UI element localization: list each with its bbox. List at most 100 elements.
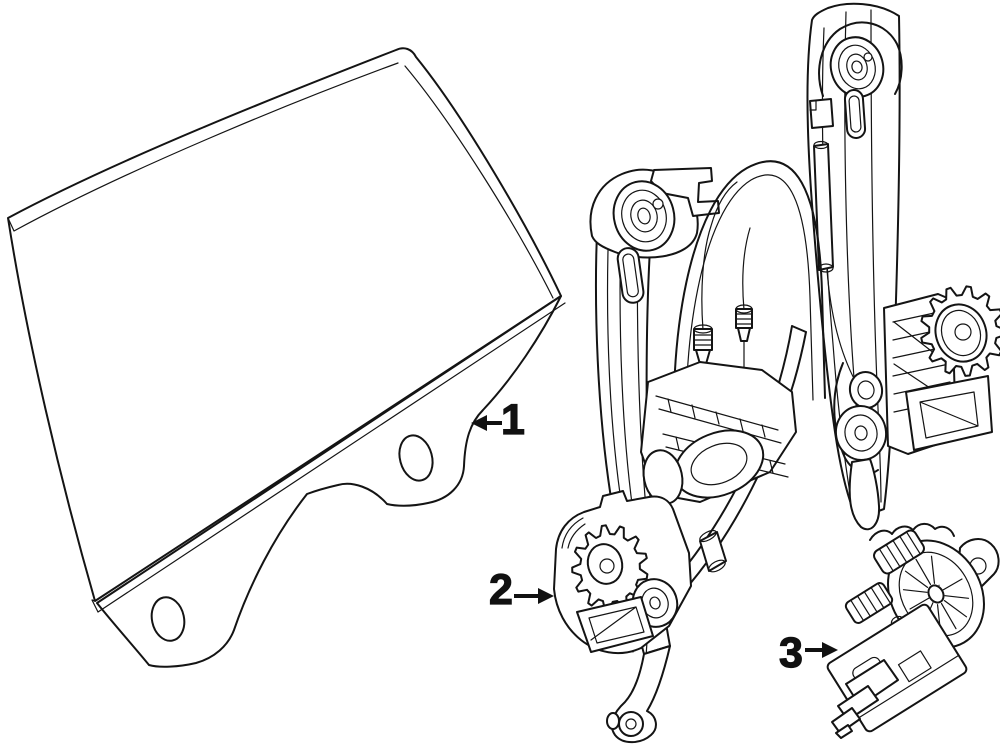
fan-spoke [940, 602, 957, 630]
carrier-strut-1 [655, 395, 782, 444]
connector-ribs [850, 582, 892, 622]
connector-ribs [878, 531, 921, 572]
regulator-gear-plate [553, 490, 692, 655]
adjuster-cap [693, 324, 713, 334]
adjuster-ribs [735, 313, 753, 325]
window-motor [826, 522, 1000, 739]
adjuster-ribs [693, 334, 713, 346]
cable-b [742, 227, 751, 311]
slot-outer [616, 247, 645, 304]
cable-adjuster-a [693, 324, 713, 393]
regulator-cables [645, 160, 826, 638]
regulator-left-rail [589, 167, 720, 655]
regulator-right-rail [806, 2, 1000, 531]
hook-grommet [618, 711, 644, 737]
right-rail-slot [843, 89, 867, 139]
pulley-pin [652, 198, 664, 210]
pulley-ring [829, 36, 885, 98]
connector-body [873, 529, 925, 575]
gear-plate-tab-inner [588, 606, 645, 644]
slot-inner [622, 253, 639, 298]
glass-top-band-line [7, 62, 554, 299]
fan-spoke [930, 555, 936, 584]
arrow-right-icon [538, 588, 554, 604]
left-rail-slot [616, 247, 645, 304]
glass-hole-left [150, 596, 186, 642]
gear-axle [954, 323, 972, 341]
pulley-hub [857, 380, 875, 400]
right-rail-foot [848, 458, 881, 531]
cable-loop-inner [685, 174, 814, 469]
glass-hole-right [398, 434, 434, 482]
pulley-hub [854, 425, 868, 441]
pulley-hub [851, 60, 863, 74]
sheath-cap [708, 559, 726, 573]
callout-3-label: 3 [779, 629, 803, 677]
pulley-ring [844, 414, 878, 452]
fan-spoke [942, 578, 963, 591]
pulley-ring [621, 189, 667, 243]
hook-grommet-center [625, 718, 637, 730]
fan-hub [927, 584, 945, 604]
callouts: 1 2 3 [471, 395, 838, 678]
drum-axle [599, 558, 615, 574]
fan-spoke [904, 570, 929, 588]
motor-case-seam [858, 654, 960, 719]
adjuster-cone [737, 327, 751, 342]
blade-sheath [699, 531, 727, 572]
callout-3[interactable]: 3 [778, 628, 838, 678]
callout-2[interactable]: 2 [488, 565, 554, 615]
pulley-ring [838, 44, 876, 90]
regulator-bottom-hook [606, 645, 671, 744]
arrow-left-icon [471, 415, 487, 431]
right-rail-top-pulley [829, 36, 885, 98]
cable-run [826, 269, 859, 387]
drive-bracket-tab-inner [919, 391, 979, 439]
glass-bottom-strip [91, 302, 566, 613]
fan-spoke [909, 597, 930, 610]
cable-a [701, 181, 738, 331]
cable-adjuster-b [735, 304, 753, 369]
glass-lower-flange [96, 295, 562, 668]
fan-spoke [902, 589, 928, 593]
carrier-boss-ring [690, 442, 748, 486]
pulley-hub [649, 596, 661, 610]
motor-shaft-steps [831, 659, 899, 739]
motor-connector-lower [844, 582, 894, 624]
fan-spoke [944, 595, 970, 599]
drive-gear-hub [934, 303, 988, 363]
cable-clip-notch [809, 100, 817, 111]
callout-1-label: 1 [501, 396, 525, 444]
fan-spoke [915, 558, 932, 586]
motor-case-tab [897, 650, 932, 683]
gear-hub-ring [934, 303, 988, 363]
pulley-ring [630, 199, 658, 233]
slot-inner [848, 95, 862, 133]
callout-2-label: 2 [489, 566, 513, 614]
callout-1[interactable]: 1 [471, 395, 526, 445]
drive-bracket-tab [905, 375, 993, 451]
cable-clip [809, 98, 834, 129]
pulley-hub [637, 207, 651, 225]
door-glass [7, 47, 566, 668]
motor-connector-upper [873, 529, 925, 575]
pulley-ring [846, 53, 868, 81]
shaft-tip [835, 724, 853, 739]
right-rail-mid-pulley [848, 371, 884, 409]
arrow-right-icon [822, 642, 838, 658]
slot-outer [843, 89, 867, 139]
gear-hub-ring [940, 309, 982, 357]
sheath-cap [818, 263, 834, 273]
fan-spoke [943, 600, 968, 618]
left-rail-top-bracket [650, 167, 720, 217]
window-regulator [553, 2, 1000, 744]
gear-plate-edge-lines [561, 517, 586, 549]
connector-body [844, 582, 894, 624]
pulley-pin [863, 52, 873, 62]
drum-hub-ring [586, 543, 624, 585]
sheath-cap [699, 529, 717, 543]
lift-blade [645, 325, 807, 638]
adjuster-cap [735, 304, 753, 314]
